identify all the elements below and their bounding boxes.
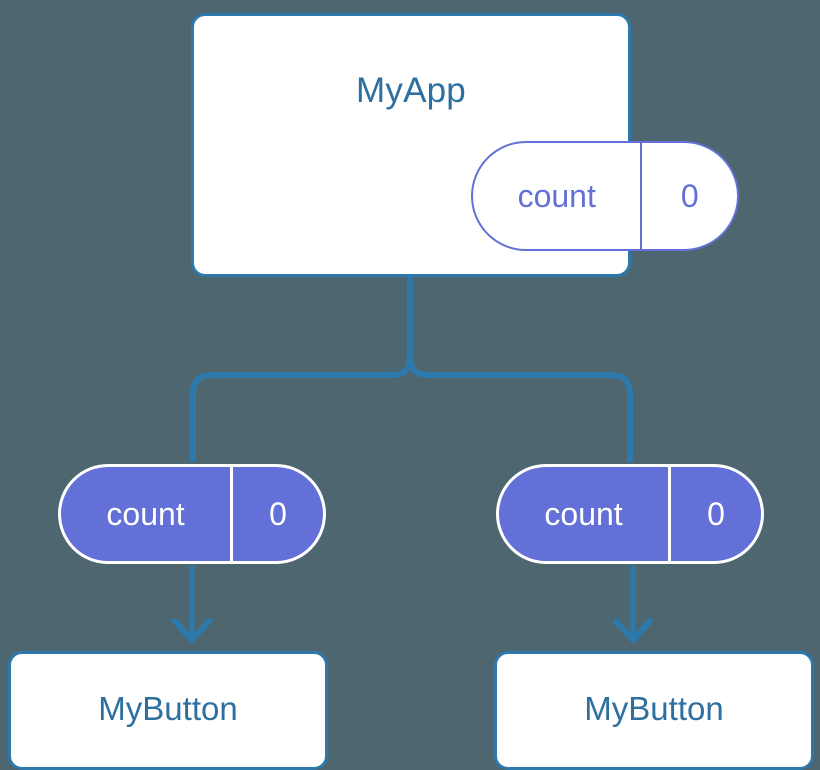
prop-pill-right[interactable]: count 0: [496, 464, 764, 564]
branch-edge-right: [407, 351, 633, 462]
prop-pill-right-value: 0: [707, 495, 725, 532]
arrow-head-left-icon: [172, 618, 212, 643]
child-component-card-right[interactable]: MyButton: [494, 651, 814, 770]
prop-pill-left-value: 0: [269, 495, 287, 532]
parent-component-card[interactable]: MyApp count 0: [191, 13, 739, 277]
arrow-head-right-icon: [613, 618, 653, 643]
child-component-title-left: MyButton: [98, 690, 238, 727]
parent-state-key: count: [473, 143, 643, 249]
parent-component-title: MyApp: [356, 71, 466, 110]
prop-pill-left[interactable]: count 0: [58, 464, 326, 564]
child-component-title-right: MyButton: [584, 690, 724, 727]
parent-state-pill[interactable]: count 0: [471, 141, 739, 251]
branch-edge-left: [190, 351, 413, 462]
child-component-card-left[interactable]: MyButton: [8, 651, 328, 770]
prop-pill-right-key: count: [499, 467, 672, 561]
prop-pill-left-key: count: [61, 467, 234, 561]
parent-state-value: 0: [680, 177, 699, 214]
